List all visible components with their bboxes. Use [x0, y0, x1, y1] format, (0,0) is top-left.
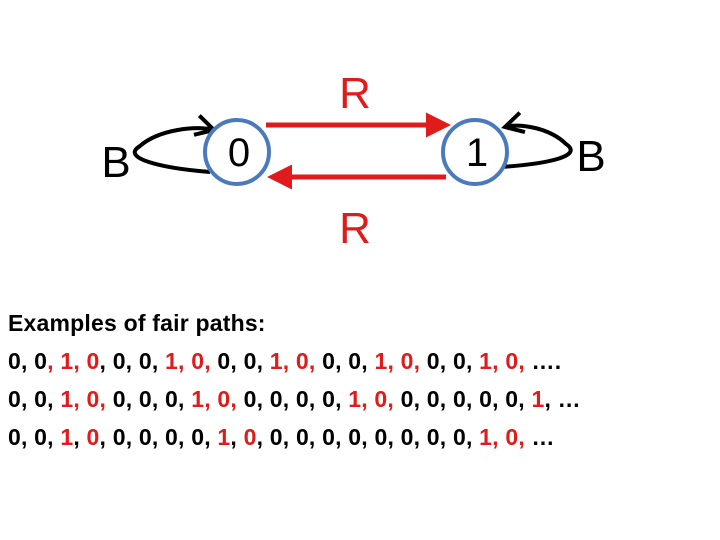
self-loop-0	[132, 128, 214, 174]
path-segment: 0, 0, 0, 0, 0,	[394, 386, 532, 412]
path-segment: 1, 0,	[269, 348, 316, 374]
path-segment: ….	[524, 348, 562, 374]
path-segment: 1, 0,	[348, 386, 395, 412]
path-segment: 0, 0,	[315, 348, 375, 374]
path-segment: , 1, 0	[47, 348, 100, 374]
path-segment: 0, 0,	[210, 348, 270, 374]
path-segment: , …	[544, 386, 581, 412]
path-segment: 1, 0,	[479, 424, 525, 450]
edge-label-left-b: B	[101, 138, 130, 187]
path-segment: 0, 0, 0,	[106, 386, 192, 412]
path-segment: 1	[217, 424, 231, 450]
node-1-label: 1	[466, 131, 488, 175]
self-loop-1	[499, 126, 573, 169]
path-segment: 1, 0,	[165, 348, 211, 374]
path-segment: 1, 0,	[374, 348, 421, 374]
path-segment: 0, 0,	[8, 424, 61, 450]
path-segment: ,	[230, 424, 244, 450]
path-segment: , 0, 0,	[99, 348, 166, 374]
node-0-label: 0	[228, 131, 250, 175]
fair-paths-examples: Examples of fair paths: 0, 0, 1, 0, 0, 0…	[8, 304, 581, 456]
state-diagram: 0 1 R R B B	[101, 69, 605, 253]
state-node-0: 0	[203, 118, 271, 186]
path-segment: 0, 0	[8, 348, 48, 374]
edge-label-right-b: B	[576, 132, 605, 181]
path-line-2: 0, 0, 1, 0, 0, 0, 0, 1, 0, 0, 0, 0, 0, 1…	[8, 380, 581, 418]
path-segment: , 0, 0, 0, 0, 0, 0, 0, 0,	[256, 424, 480, 450]
path-line-3: 0, 0, 1, 0, 0, 0, 0, 0, 1, 0, 0, 0, 0, 0…	[8, 418, 581, 456]
path-line-1: 0, 0, 1, 0, 0, 0, 1, 0, 0, 0, 1, 0, 0, 0…	[8, 342, 581, 380]
path-segment: 1, 0,	[191, 386, 237, 412]
path-segment: 0	[243, 424, 257, 450]
path-segment: 1	[531, 386, 545, 412]
path-segment: 1, 0,	[479, 348, 525, 374]
path-segment: 1	[60, 424, 74, 450]
path-segment: 1, 0,	[60, 386, 107, 412]
path-segment: ,	[73, 424, 87, 450]
edge-label-bottom-r: R	[339, 204, 371, 253]
examples-heading: Examples of fair paths:	[8, 310, 266, 336]
path-segment: …	[524, 424, 555, 450]
path-segment: 0, 0,	[8, 386, 61, 412]
path-segment: 0	[86, 424, 100, 450]
path-segment: , 0, 0, 0, 0,	[99, 424, 218, 450]
path-segment: 0, 0, 0, 0,	[236, 386, 349, 412]
path-segment: 0, 0,	[420, 348, 480, 374]
state-node-1: 1	[441, 118, 509, 186]
edge-label-top-r: R	[339, 69, 371, 118]
